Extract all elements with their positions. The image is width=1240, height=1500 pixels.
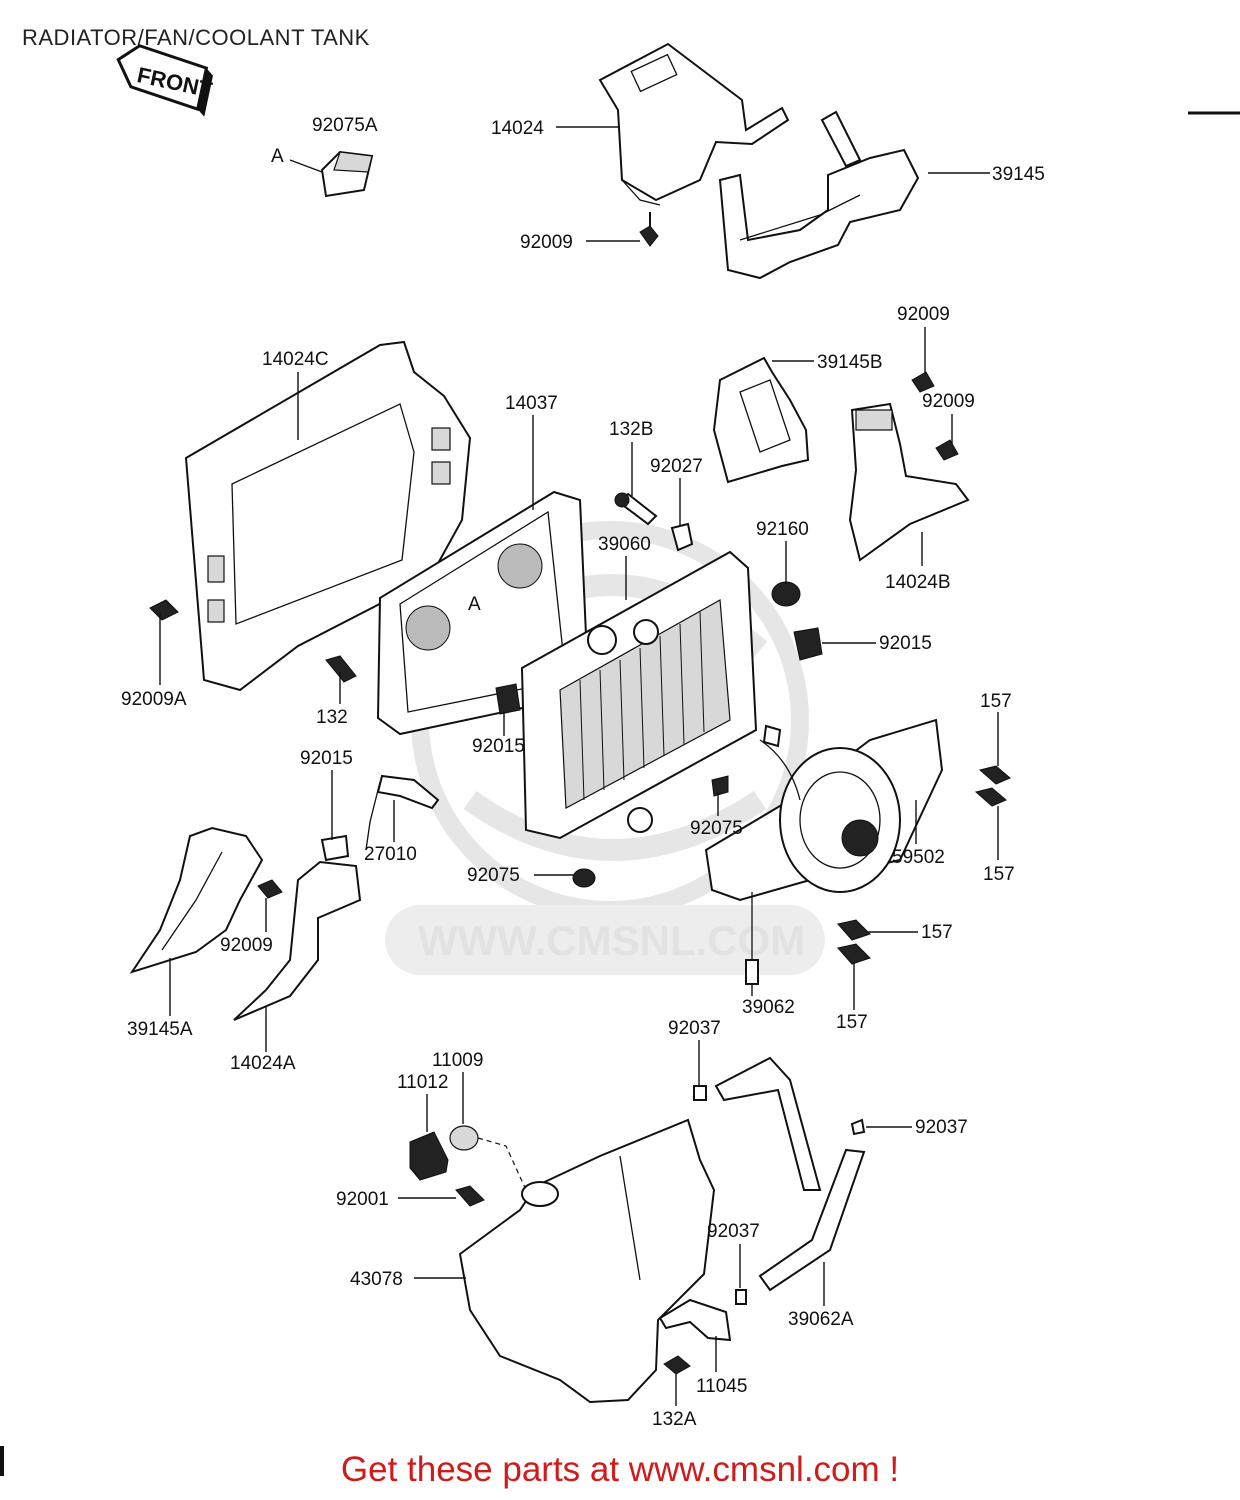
part-27010-switch [365, 774, 440, 851]
label-39145A: 39145A [127, 1019, 193, 1040]
front-arrow-icon: FRONT [116, 44, 215, 117]
bolt-157-b [974, 787, 1007, 807]
label-92015-center: 92015 [472, 736, 525, 757]
leader-lines [159, 126, 999, 1406]
label-27010: 27010 [364, 844, 417, 865]
part-59502-fan [704, 718, 944, 985]
label-59502: 59502 [892, 847, 945, 868]
label-132B: 132B [609, 419, 653, 440]
label-92037-c: 92037 [707, 1221, 760, 1242]
label-92075-lower: 92075 [467, 865, 520, 886]
label-39145B: 39145B [817, 352, 883, 373]
label-92009-right-upper: 92009 [897, 304, 950, 325]
part-14024A-bracket [233, 860, 362, 1021]
diagram-title: RADIATOR/FAN/COOLANT TANK [22, 25, 370, 50]
label-92015-left: 92015 [300, 748, 353, 769]
label-11012: 11012 [397, 1072, 448, 1093]
part-43078-tank [458, 1118, 716, 1404]
part-11009-gasket [449, 1125, 479, 1151]
part-39145-duct [718, 110, 920, 280]
bolt-132B [614, 492, 658, 526]
part-14024-bracket [598, 42, 790, 206]
clip-92015-left [320, 834, 350, 862]
label-39062: 39062 [742, 997, 795, 1018]
promo-link-text[interactable]: Get these parts at www.cmsnl.com ! [340, 1450, 900, 1489]
bolt-92009-top [639, 212, 659, 247]
ref-marker-a-panel: A [468, 594, 481, 615]
label-11045: 11045 [696, 1376, 747, 1397]
label-157-c: 157 [921, 922, 953, 943]
bolt-157-a [978, 765, 1011, 785]
label-92009-top: 92009 [520, 232, 573, 253]
bolt-92001 [455, 1185, 485, 1207]
label-157-d: 157 [836, 1012, 868, 1033]
ref-marker-a-pad: A [271, 146, 284, 167]
part-39062-hose [714, 1056, 822, 1191]
label-92160: 92160 [756, 519, 809, 540]
clamp-92037-b [850, 1118, 866, 1136]
part-11045-bracket [658, 1298, 732, 1342]
label-92075-center: 92075 [690, 818, 743, 839]
label-92075A: 92075A [312, 115, 378, 136]
edge-mark [0, 1446, 4, 1476]
label-92009A: 92009A [121, 689, 187, 710]
label-92001: 92001 [336, 1189, 389, 1210]
label-92009-right-lower: 92009 [922, 391, 975, 412]
label-92037-a: 92037 [668, 1018, 721, 1039]
assembly-dash-line [477, 1137, 527, 1191]
label-43078: 43078 [350, 1269, 403, 1290]
rubber-92075-lower [572, 868, 596, 888]
label-39060: 39060 [598, 534, 651, 555]
part-92075A-pad [320, 150, 374, 198]
clip-92015-center [495, 683, 521, 715]
bolt-92009-right-upper [911, 371, 935, 393]
bolt-92009A [149, 599, 179, 621]
label-92037-b: 92037 [915, 1117, 968, 1138]
watermark-url: WWW.CMSNL.COM [418, 917, 805, 964]
bolt-132A [663, 1355, 691, 1375]
bolt-132 [325, 655, 357, 683]
label-11009: 11009 [432, 1050, 483, 1071]
part-labels: 92075A 14024 39145 92009 14024C 14037 13… [121, 115, 1045, 1430]
label-132: 132 [316, 707, 348, 728]
label-92027: 92027 [650, 456, 703, 477]
bolt-157-c [837, 919, 871, 941]
part-39060-radiator [520, 550, 758, 840]
label-39062A: 39062A [788, 1309, 854, 1330]
label-14024: 14024 [491, 118, 544, 139]
label-157-a: 157 [980, 691, 1012, 712]
part-39145A-bracket [129, 826, 264, 974]
label-92009-left: 92009 [220, 935, 273, 956]
part-14024C-shroud [184, 340, 472, 692]
clamp-92037-a [693, 1085, 707, 1101]
clamp-92037-c [735, 1289, 747, 1305]
rubber-92075-center [711, 775, 729, 797]
bolt-92009-right-lower [935, 439, 959, 461]
label-132A: 132A [652, 1409, 697, 1430]
label-14024B: 14024B [885, 572, 951, 593]
bolt-92009-left [257, 879, 283, 899]
part-92160-cap [771, 581, 801, 607]
bolt-157-d [837, 943, 871, 965]
clip-92015-right [793, 627, 823, 661]
label-92015-right: 92015 [879, 633, 932, 654]
part-39145B-bracket [712, 356, 810, 484]
part-11012-cap [409, 1131, 449, 1181]
label-39145: 39145 [992, 164, 1045, 185]
label-14024C: 14024C [262, 349, 329, 370]
part-14024B-bracket [848, 402, 970, 562]
label-14024A: 14024A [230, 1053, 296, 1074]
part-92027-grommet [670, 522, 694, 552]
label-157-b: 157 [983, 864, 1015, 885]
part-39062A-hose [758, 1148, 866, 1292]
label-14037: 14037 [505, 393, 558, 414]
